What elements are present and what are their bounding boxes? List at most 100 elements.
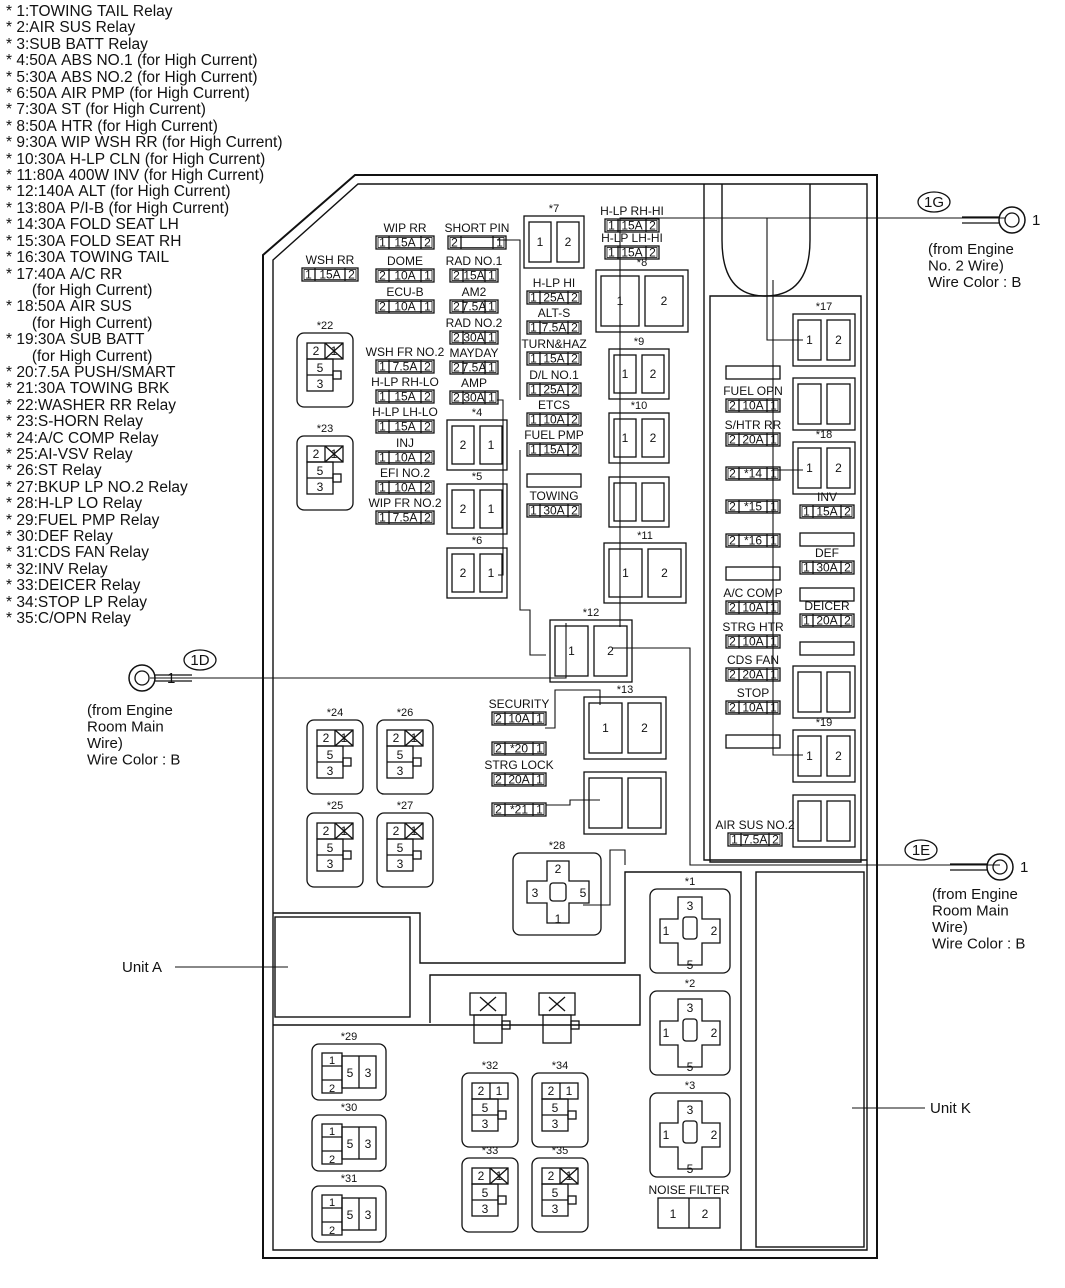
pin-number: 1 — [488, 438, 495, 452]
fuse-rating: 20A — [742, 668, 763, 682]
fuse-pin: 1 — [379, 236, 386, 250]
legend-item: * 9:30A WIP WSH RR (for High Current) — [6, 134, 283, 152]
pin-number: 2 — [313, 344, 320, 358]
fuse-label: ETCS — [538, 398, 570, 412]
pin-number: 2 — [835, 333, 842, 347]
fuse-rating: 30A — [463, 391, 484, 405]
fuse — [449, 390, 499, 405]
legend-item: * 3:SUB BATT Relay — [6, 35, 148, 53]
fuse-rating: 7.5A — [743, 833, 768, 847]
pin-number: 5 — [482, 1186, 489, 1200]
fuse-pin: 1 — [488, 331, 495, 345]
pin-number: 3 — [317, 377, 324, 391]
pin-number: 3 — [317, 480, 324, 494]
connector-note: No. 2 Wire) — [928, 258, 1004, 275]
fuse-pin: 1 — [608, 219, 615, 233]
fuse-label: AMP — [461, 376, 487, 390]
pin-number: 2 — [548, 1169, 555, 1183]
pin-number: 3 — [365, 1066, 372, 1080]
fuse-label: STRG LOCK — [484, 758, 553, 772]
fuse-rating: *15 — [744, 500, 762, 514]
fuse — [725, 533, 781, 548]
fusible-link — [549, 619, 633, 683]
relay — [296, 435, 354, 511]
legend-item: * 12:140A ALT (for High Current) — [6, 183, 231, 201]
pin-number: 3 — [365, 1137, 372, 1151]
pin-number: 5 — [552, 1101, 559, 1115]
pin-number: 1 — [622, 431, 629, 445]
fuse-pin: 2 — [571, 321, 578, 335]
fuse-label: WIP FR NO.2 — [368, 496, 441, 510]
fuse-rating: 10A — [742, 399, 763, 413]
relay — [461, 1157, 519, 1233]
legend-item: * 34:STOP LP Relay — [6, 593, 148, 611]
legend-item: * 32:INV Relay — [6, 560, 108, 578]
pin-number: 5 — [397, 841, 404, 855]
fuse-pin: 1 — [379, 390, 386, 404]
pin-number: 1 — [496, 1169, 503, 1183]
fuse — [526, 442, 582, 457]
fuse-rating: 7.5A — [462, 361, 487, 375]
fuse-label: TURN&HAZ — [521, 337, 586, 351]
fuse-pin: 1 — [305, 268, 312, 282]
pin-number: 1 — [329, 1055, 335, 1067]
noise-filter-label: NOISE FILTER — [648, 1183, 729, 1197]
legend-item: * 31:CDS FAN Relay — [6, 544, 149, 562]
fuse-pin: 1 — [496, 236, 503, 250]
legend-item: * 33:DEICER Relay — [6, 577, 141, 595]
fusible-link — [603, 542, 687, 604]
fuse-rating: *20 — [510, 742, 528, 756]
pin-number: 2 — [460, 502, 467, 516]
pin-number: 3 — [552, 1117, 559, 1131]
fusible-link-label: *8 — [637, 257, 647, 269]
fuse-pin: 2 — [424, 420, 431, 434]
fuse-pin: 2 — [571, 383, 578, 397]
fuse-pin: 1 — [803, 505, 810, 519]
pin-number: 1 — [566, 1169, 573, 1183]
fusible-link — [583, 696, 667, 760]
fuse-rating: 30A — [463, 331, 484, 345]
noise-filter — [657, 1197, 721, 1229]
fuse-pin: 2 — [729, 500, 736, 514]
fuse-label: S/HTR RR — [725, 418, 782, 432]
fuse-label: RAD NO.2 — [446, 316, 503, 330]
fuse-pin: 1 — [379, 511, 386, 525]
legend-item: (for High Current) — [6, 347, 153, 365]
fuse — [491, 711, 547, 726]
fuse-pin: 1 — [530, 413, 537, 427]
fuse-pin: 1 — [770, 635, 777, 649]
pin-number: 1 — [806, 749, 813, 763]
fuse-label: INV — [817, 490, 837, 504]
fusible-link-label: *11 — [637, 530, 653, 542]
legend-item: * 28:H-LP LO Relay — [6, 495, 143, 513]
fuse-pin: 2 — [424, 451, 431, 465]
fuse-pin: 1 — [536, 803, 543, 817]
fuse-pin: 1 — [424, 300, 431, 314]
pin-number: 1 — [568, 644, 575, 658]
connector-pin: 1 — [1020, 859, 1028, 876]
fuse-pin: 2 — [424, 390, 431, 404]
fuse-pin: 1 — [530, 352, 537, 366]
fusible-link — [608, 412, 670, 464]
fuse-rating: 7.5A — [393, 511, 418, 525]
fuse-label: AM2 — [462, 285, 487, 299]
pin-number: 2 — [478, 1169, 485, 1183]
fuse-label: H-LP RH-HI — [600, 204, 664, 218]
pin-number: 2 — [460, 566, 467, 580]
pin-number: 2 — [711, 1128, 718, 1142]
ground-connector-1d — [128, 649, 217, 692]
fusible-link-label: *5 — [472, 471, 482, 483]
fuse-label: H-LP RH-LO — [371, 375, 439, 389]
fuse — [725, 700, 781, 715]
legend-item: * 4:50A ABS NO.1 (for High Current) — [6, 52, 258, 70]
fuse-rating: 15A — [319, 268, 340, 282]
pin-number: 2 — [323, 824, 330, 838]
fuse-pin: 2 — [571, 504, 578, 518]
pin-number: 3 — [327, 764, 334, 778]
fuse-pin: 1 — [770, 601, 777, 615]
fuse-label: EFI NO.2 — [380, 466, 430, 480]
fuse — [526, 382, 582, 397]
pin-number: 1 — [806, 333, 813, 347]
fuse — [725, 667, 781, 682]
fuse-rating: 15A — [394, 236, 415, 250]
